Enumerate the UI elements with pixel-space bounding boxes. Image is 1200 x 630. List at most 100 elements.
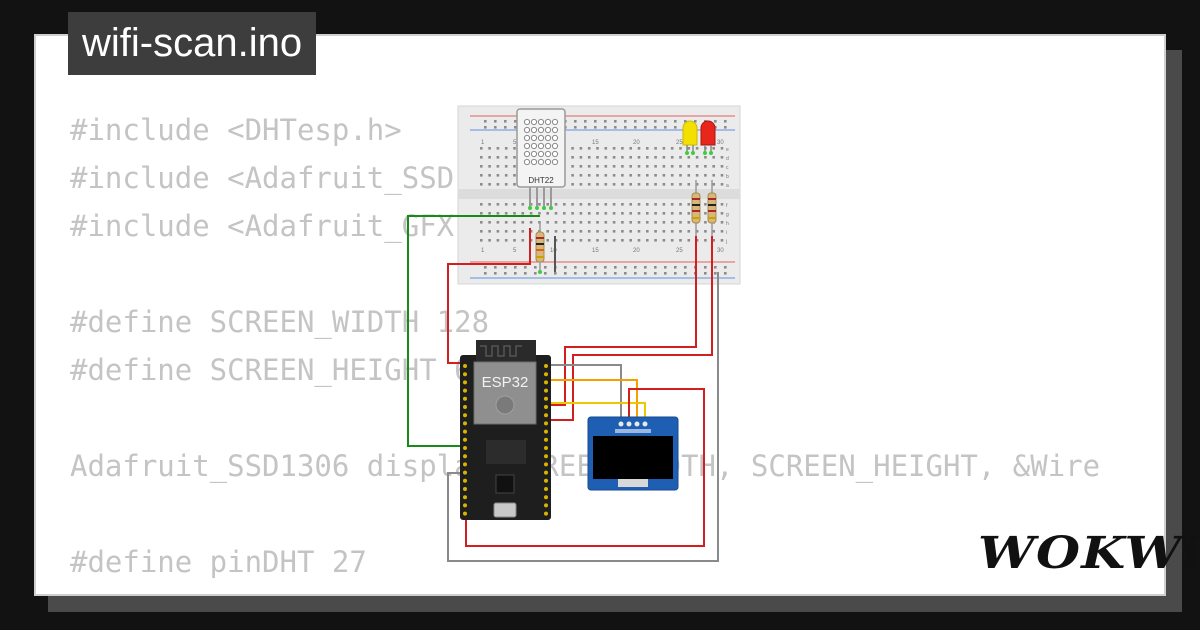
dht-grille-slot xyxy=(544,142,552,150)
esp32-pin xyxy=(544,495,548,500)
breadboard-hole xyxy=(624,120,627,123)
breadboard-hole xyxy=(496,230,500,233)
breadboard-hole xyxy=(634,120,637,123)
code-line: #include <DHTesp.h> xyxy=(70,113,402,147)
breadboard-hole xyxy=(674,120,677,123)
breadboard-hole xyxy=(571,230,574,233)
esp32-pin xyxy=(463,487,467,491)
breadboard-hole xyxy=(687,147,691,150)
dht-grille-slot xyxy=(537,134,545,142)
breadboard-hole xyxy=(584,272,587,275)
esp32-pin xyxy=(463,470,467,475)
esp32-pin xyxy=(544,388,548,393)
breadboard-hole xyxy=(554,221,558,224)
breadboard-hole xyxy=(670,183,674,186)
breadboard-hole xyxy=(480,230,483,233)
dht-grille-slot xyxy=(551,142,559,150)
wire-vcc xyxy=(447,228,531,364)
dht-grille-slot xyxy=(537,142,545,150)
breadboard-hole xyxy=(594,126,597,129)
breadboard-hole xyxy=(494,126,497,129)
breadboard-hole xyxy=(579,165,583,168)
breadboard-hole xyxy=(687,221,691,224)
breadboard-hole xyxy=(694,120,697,123)
breadboard-hole xyxy=(494,266,497,269)
esp32-pin xyxy=(544,380,548,385)
breadboard-hole xyxy=(480,212,483,215)
led-red[interactable] xyxy=(700,120,716,155)
breadboard-hole xyxy=(720,239,724,242)
dht-grille-slot xyxy=(530,158,538,166)
resistor-led-yellow[interactable] xyxy=(691,180,701,236)
breadboard-hole xyxy=(554,203,558,206)
esp32-board[interactable]: ESP32 xyxy=(460,340,551,520)
breadboard-hole xyxy=(594,272,597,275)
code-line: #define pinDHT 27 xyxy=(70,545,367,579)
dht-grille-slot xyxy=(530,118,538,126)
breadboard-hole xyxy=(629,183,632,186)
dht-grille-slot xyxy=(551,126,559,134)
breadboard-hole xyxy=(524,272,527,275)
breadboard-hole xyxy=(584,266,587,269)
breadboard-hole xyxy=(670,203,674,206)
breadboard-hole xyxy=(563,203,566,206)
breadboard-hole xyxy=(646,212,649,215)
esp32-pin xyxy=(463,388,467,393)
breadboard-hole xyxy=(644,120,647,123)
breadboard-hole xyxy=(637,203,641,206)
col-label: 25 xyxy=(676,140,683,146)
breadboard-hole xyxy=(712,165,715,168)
breadboard-hole xyxy=(563,239,566,242)
breadboard-hole xyxy=(563,230,566,233)
breadboard-hole xyxy=(513,183,516,186)
breadboard-hole xyxy=(664,120,667,123)
dht22-sensor[interactable]: DHT22 xyxy=(516,108,566,210)
breadboard-hole xyxy=(496,156,500,159)
dht-grille-slot xyxy=(523,134,531,142)
led-yellow[interactable] xyxy=(682,120,698,155)
breadboard-hole xyxy=(584,126,587,129)
row-label: c xyxy=(726,165,729,171)
breadboard-hole xyxy=(488,174,491,177)
esp32-pin xyxy=(544,454,548,459)
esp32-pin xyxy=(463,413,467,418)
esp32-pin xyxy=(544,421,548,426)
breadboard-hole xyxy=(679,165,682,168)
breadboard-hole xyxy=(704,239,707,242)
breadboard-hole xyxy=(679,156,682,159)
breadboard-hole xyxy=(621,156,624,159)
breadboard-hole xyxy=(596,147,599,150)
oled-display[interactable] xyxy=(587,416,679,491)
breadboard-hole xyxy=(674,266,677,269)
dht-grille-slot xyxy=(523,158,531,166)
breadboard-hole xyxy=(484,266,487,269)
row-label: b xyxy=(726,174,729,180)
breadboard-hole xyxy=(484,126,487,129)
breadboard-hole xyxy=(538,203,541,206)
breadboard-hole xyxy=(596,230,599,233)
breadboard-hole xyxy=(720,230,724,233)
breadboard-hole xyxy=(587,183,591,186)
breadboard-hole xyxy=(488,183,491,186)
esp32-pin xyxy=(463,372,467,377)
resistor-dht[interactable] xyxy=(535,222,545,274)
resistor-led-red[interactable] xyxy=(707,180,717,236)
breadboard-hole xyxy=(724,266,727,269)
breadboard-hole xyxy=(695,183,699,186)
breadboard-hole xyxy=(504,230,508,233)
esp32-pin xyxy=(544,503,548,508)
breadboard-hole xyxy=(695,147,699,150)
breadboard-hole xyxy=(513,156,516,159)
wire-led-yellow xyxy=(548,236,697,406)
breadboard-hole xyxy=(544,272,547,275)
breadboard-hole xyxy=(604,221,608,224)
dht-grille-slot xyxy=(544,158,552,166)
row-label: j xyxy=(725,239,727,245)
breadboard-hole xyxy=(634,126,637,129)
breadboard-hole xyxy=(564,272,567,275)
breadboard-hole xyxy=(604,156,608,159)
breadboard-hole xyxy=(621,221,624,224)
breadboard-hole xyxy=(646,183,649,186)
breadboard-hole xyxy=(496,147,500,150)
breadboard-hole xyxy=(662,230,666,233)
